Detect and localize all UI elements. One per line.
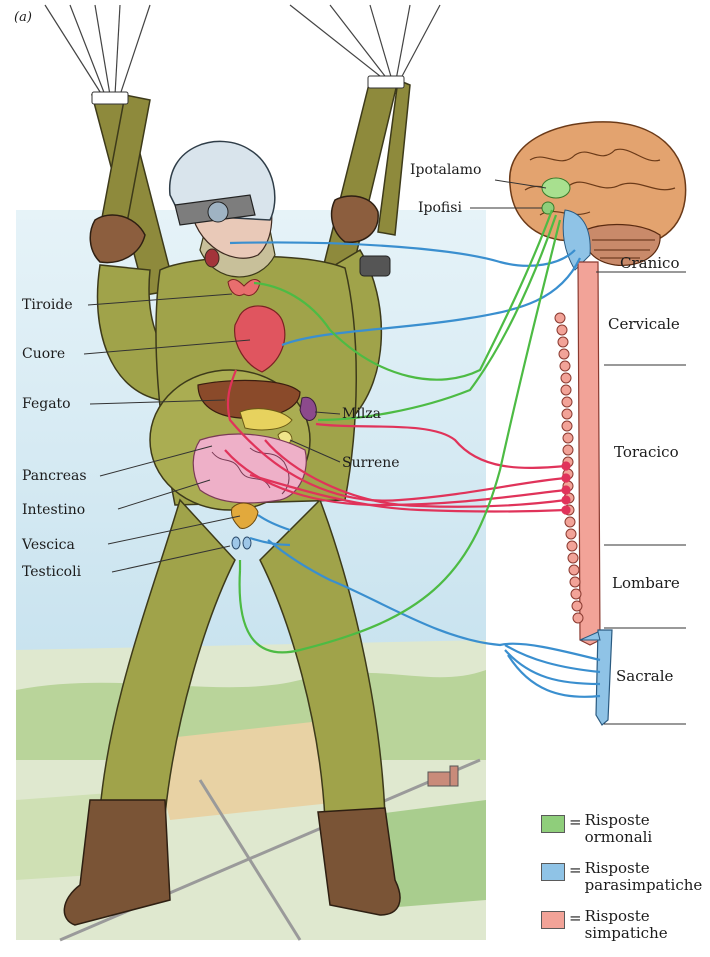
legend-swatch-sympathetic [541,911,565,929]
label-cervicale: Cervicale [608,316,680,332]
legend-equals: = [569,813,582,831]
legend-equals: = [569,909,582,927]
intestine-shape [193,434,306,503]
legend-label-line1: Risposte [585,812,653,829]
label-cranico: Cranico [620,255,679,271]
legend-label-line1: Risposte [585,860,703,877]
legend-swatch-hormonal [541,815,565,833]
label-testicoli: Testicoli [22,564,81,580]
legend-item-sympathetic: = Risposte simpatiche [541,908,668,942]
legend-label-line2: parasimpatiche [585,877,703,894]
legend-label-line2: ormonali [585,829,653,846]
legend-label-line2: simpatiche [585,925,668,942]
label-tiroide: Tiroide [22,297,73,313]
label-sacrale: Sacrale [616,668,673,684]
label-intestino: Intestino [22,502,85,518]
legend-item-hormonal: = Risposte ormonali [541,812,652,846]
legend-item-parasympathetic: = Risposte parasimpatiche [541,860,702,894]
label-lombare: Lombare [612,575,680,591]
testes-shape [232,537,240,549]
legend-equals: = [569,861,582,879]
label-pancreas: Pancreas [22,468,87,484]
label-ipotalamo: Ipotalamo [410,162,481,178]
label-surrene: Surrene [342,455,400,471]
label-toracico: Toracico [614,444,679,460]
label-milza: Milza [342,406,381,422]
label-fegato: Fegato [22,396,71,412]
label-vescica: Vescica [22,537,75,553]
panel-letter: (a) [14,10,32,26]
label-cuore: Cuore [22,346,65,362]
legend-label-line1: Risposte [585,908,668,925]
label-ipofisi: Ipofisi [418,200,462,216]
legend-swatch-parasympathetic [541,863,565,881]
sacral-segment [596,630,612,725]
